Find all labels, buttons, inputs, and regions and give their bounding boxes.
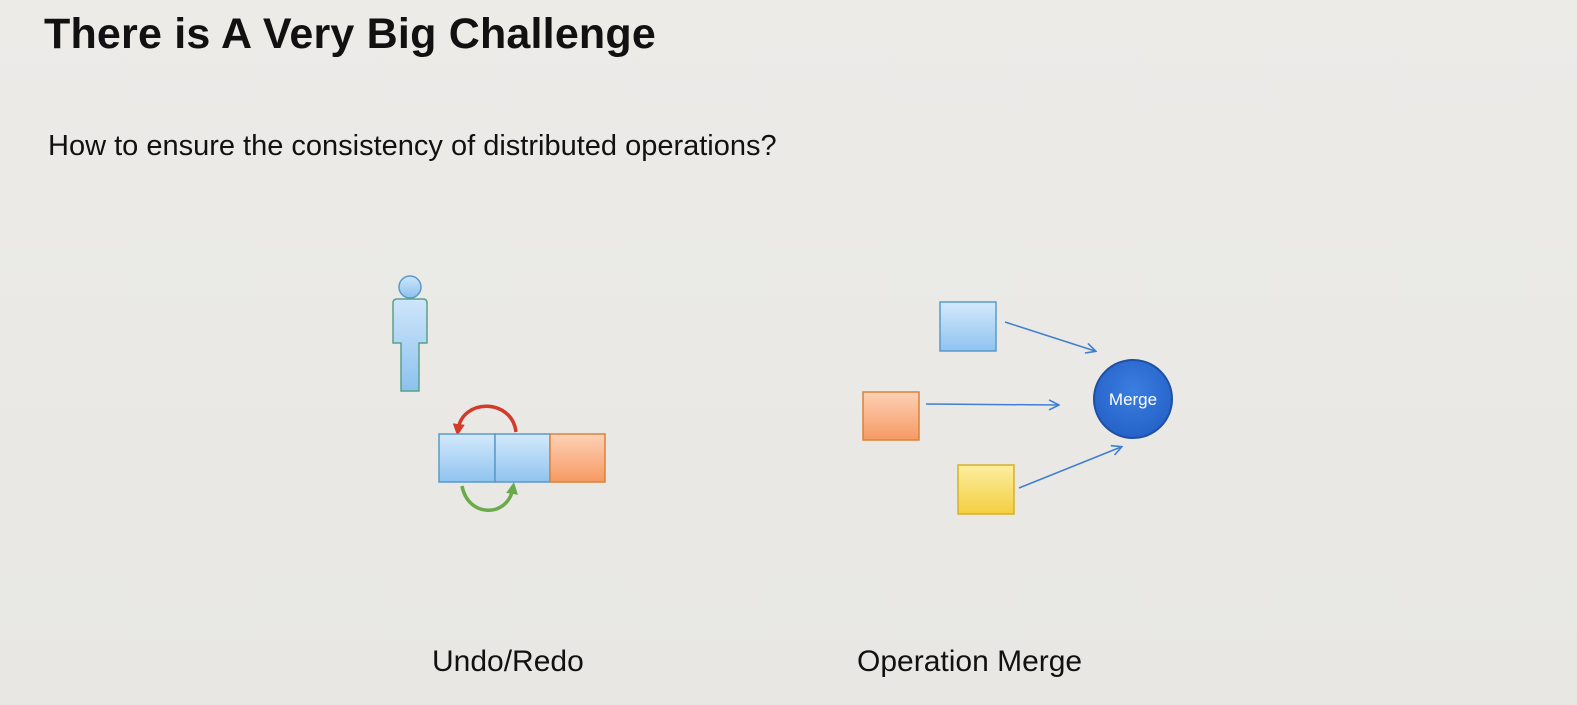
- operation-merge-group: Merge: [862, 301, 1173, 515]
- merge-input-orange: [862, 391, 920, 441]
- merge-arrow-2: [925, 404, 1058, 405]
- slide-subtitle: How to ensure the consistency of distrib…: [48, 130, 777, 162]
- undo-redo-caption: Undo/Redo: [432, 645, 584, 678]
- merge-input-blue: [939, 301, 997, 352]
- merge-arrow-1: [1004, 321, 1095, 351]
- person-icon: [392, 275, 428, 392]
- merge-node: [1093, 359, 1173, 439]
- operation-block-1: [438, 433, 496, 483]
- slide-title: There is A Very Big Challenge: [44, 10, 656, 58]
- operation-block-3: [549, 433, 606, 483]
- merge-arrow-3: [1018, 447, 1121, 489]
- merge-input-yellow: [957, 464, 1015, 515]
- operation-block-2: [494, 433, 551, 483]
- merge-node-label: Merge: [1109, 390, 1157, 409]
- undo-arrow-icon: [452, 404, 518, 436]
- operation-merge-caption: Operation Merge: [857, 645, 1083, 678]
- undo-redo-group: [392, 275, 606, 512]
- redo-arrow-icon: [460, 482, 518, 512]
